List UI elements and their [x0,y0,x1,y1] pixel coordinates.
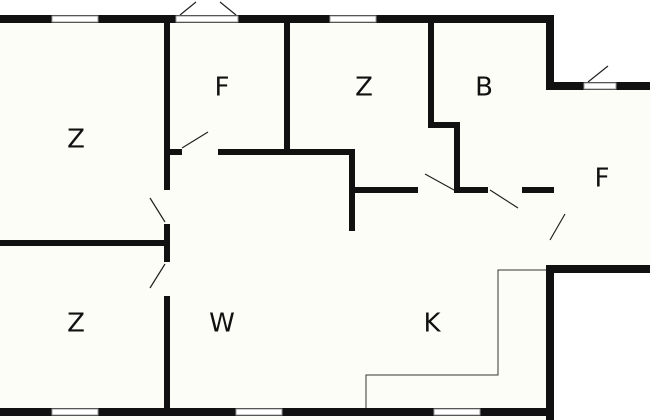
room-label-z-top-left: Z [67,125,85,155]
stair-outline [365,269,546,408]
window-entrance [175,15,239,23]
window-annex-top [583,82,617,90]
door-gap-annex [545,205,555,241]
window-top-2 [329,15,377,23]
window-bottom-2 [235,408,283,416]
door-leaf-z-lower-left [149,263,166,289]
wall-right-lower [546,265,554,420]
room-label-f-right: F [595,164,610,194]
floor-annex [550,86,650,270]
door-leaf-z-upper-left [149,197,166,223]
window-top-1 [51,15,99,23]
wall-f-right [284,15,290,153]
door-gap-b [488,186,522,194]
room-label-k: K [423,309,441,339]
wall-annex-bottom [546,265,650,273]
door-leaf-hall-f [181,131,209,149]
window-bottom-1 [51,408,99,416]
door-gap-z-lower-left [163,262,171,296]
door-leaf-entrance-right [219,1,237,16]
door-gap-z-top [418,186,454,194]
wall-f-bottom [164,149,354,155]
wall-left-horizontal [0,240,170,246]
wall-b-lower [454,122,460,193]
room-label-z-bottom-left: Z [67,309,85,339]
wall-b-upper [428,15,434,128]
door-leaf-annex-top [587,65,609,83]
room-label-w: W [209,309,235,339]
door-leaf-z-top [424,173,455,191]
door-leaf-b [489,189,519,209]
door-gap-z-upper-left [163,190,171,224]
room-label-f-top: F [215,73,230,103]
door-leaf-annex [549,213,566,241]
floor-main [0,18,550,420]
wall-b-jog [428,122,460,128]
wall-top [0,15,554,23]
room-label-b: B [475,73,493,103]
door-gap-hall-f [182,148,218,156]
wall-right-upper [546,15,554,90]
door-leaf-entrance-left [179,1,197,16]
room-label-z-top-middle: Z [355,73,373,103]
window-bottom-3 [433,408,481,416]
